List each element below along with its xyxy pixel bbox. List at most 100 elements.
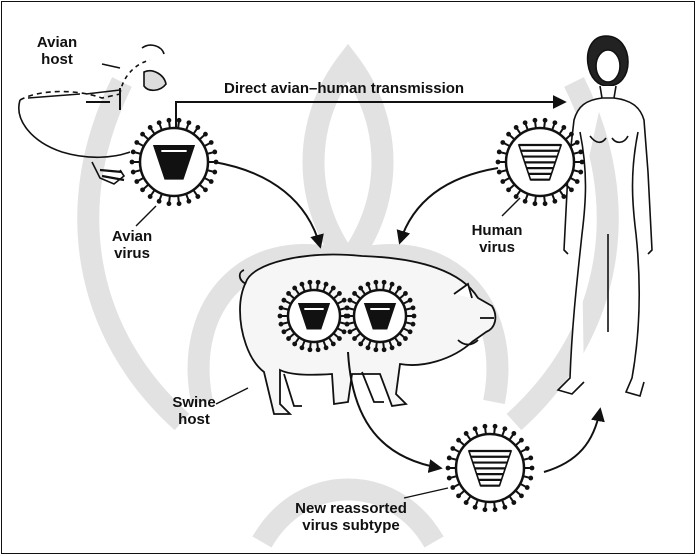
virus-spike-tip	[324, 345, 329, 350]
virus-spike-tip	[502, 505, 507, 510]
virus-spike-tip	[279, 322, 284, 327]
human-virus-label: Human virus	[460, 222, 534, 256]
virus-spike-tip	[514, 125, 519, 130]
virus-spike-tip	[493, 507, 498, 512]
virus-spike-tip	[578, 150, 583, 155]
virus-spike-tip	[473, 505, 478, 510]
virus-spike-tip	[575, 179, 580, 184]
virus-spike-tip	[514, 194, 519, 199]
human-virus-leader	[502, 198, 520, 216]
virus-spike-tip	[337, 291, 342, 296]
virus-spike-tip	[148, 125, 153, 130]
virus-spike-tip	[528, 476, 533, 481]
virus-spike-tip	[450, 446, 455, 451]
virus-spike-tip	[345, 305, 350, 310]
virus-spike-tip	[342, 329, 347, 334]
virus-spike-tip	[533, 118, 538, 123]
virus-spike-tip	[331, 342, 336, 347]
avian-host-label: Avian host	[22, 34, 92, 68]
virus-spike-tip	[300, 345, 305, 350]
virus-spike-tip	[447, 476, 452, 481]
virus-spike-tip	[186, 120, 191, 125]
human-host-illustration	[558, 36, 652, 396]
human-virus-label-line1: Human	[460, 222, 534, 239]
virus-spike-tip	[324, 282, 329, 287]
virus-spike-tip	[157, 120, 162, 125]
swine-host-label-line1: Swine	[162, 394, 226, 411]
virus-spike-tip	[130, 160, 135, 165]
virus-spike-tip	[580, 160, 585, 165]
virus-spike-tip	[408, 329, 413, 334]
virus-spike-tip	[347, 329, 352, 334]
virus-spike-tip	[390, 345, 395, 350]
virus-spike-tip	[382, 347, 387, 352]
virus-spike-tip	[473, 426, 478, 431]
virus-spike-tip	[411, 322, 416, 327]
virus-spike-tip	[157, 199, 162, 204]
virus-spike-tip	[366, 345, 371, 350]
avian-host-label-line2: host	[22, 51, 92, 68]
virus-spike-tip	[543, 118, 548, 123]
virus-spike-tip	[493, 424, 498, 429]
virus-spike-tip	[278, 314, 283, 319]
virus-spike-tip	[308, 280, 313, 285]
virus-spike-tip	[140, 187, 145, 192]
virus-spike-tip	[533, 201, 538, 206]
virus-spike-tip	[450, 485, 455, 490]
virus-spike-tip	[344, 314, 349, 319]
virus-spike-tip	[552, 120, 557, 125]
virus-spike-tip	[131, 170, 136, 175]
virus-spike-tip	[523, 199, 528, 204]
virus-spike-tip	[408, 298, 413, 303]
virus-spike-tip	[352, 291, 357, 296]
virus-spike-tip	[374, 347, 379, 352]
virus-spike-tip	[352, 336, 357, 341]
virus-spike-tip	[167, 118, 172, 123]
new-virus-label: New reassorted virus subtype	[276, 500, 426, 534]
virus-spike-tip	[397, 286, 402, 291]
virus-spike-tip	[167, 201, 172, 206]
virus-spike-tip	[286, 336, 291, 341]
virus-spike-tip	[511, 431, 516, 436]
virus-spike-tip	[569, 187, 574, 192]
virus-spike-tip	[506, 187, 511, 192]
direct-transmission-arrow	[176, 102, 564, 130]
virus-spike-tip	[134, 179, 139, 184]
direct-transmission-label: Direct avian–human transmission	[224, 80, 464, 97]
virus-spike-tip	[506, 132, 511, 137]
virus-spike-tip	[279, 305, 284, 310]
virus-spike-tip	[523, 120, 528, 125]
virus-spike-tip	[203, 132, 208, 137]
virus-spike-tip	[347, 298, 352, 303]
virus-spike-tip	[366, 282, 371, 287]
virus-spike-tip	[500, 140, 505, 145]
avian-virus-leader	[136, 206, 156, 226]
virus-spike-tip	[390, 282, 395, 287]
virus-spike-tip	[131, 150, 136, 155]
new-virus-label-line2: virus subtype	[276, 517, 426, 534]
virus-spike-tip	[316, 280, 321, 285]
virus-spike-tip	[337, 336, 342, 341]
virus-spike-tip	[511, 500, 516, 505]
virus-spike-tip	[519, 493, 524, 498]
virus-spike-tip	[281, 329, 286, 334]
virus-spike-tip	[561, 194, 566, 199]
virus-spike-tip	[212, 150, 217, 155]
virus-spike-tip	[292, 342, 297, 347]
virus-spike-tip	[502, 426, 507, 431]
virus-spike-tip	[411, 305, 416, 310]
virus-spike-tip	[403, 291, 408, 296]
avian-virus-label-line2: virus	[100, 245, 164, 262]
virus-spike-tip	[203, 187, 208, 192]
swine-host-label: Swine host	[162, 394, 226, 428]
swine-host-label-line2: host	[162, 411, 226, 428]
virus-spike-tip	[483, 507, 488, 512]
virus-spike-tip	[575, 140, 580, 145]
virus-spike-tip	[177, 201, 182, 206]
virus-spike-tip	[358, 286, 363, 291]
virus-spike-tip	[308, 347, 313, 352]
avian-virus-label-line1: Avian	[100, 228, 164, 245]
virus-spike-tip	[578, 170, 583, 175]
virus-spike-tip	[497, 150, 502, 155]
